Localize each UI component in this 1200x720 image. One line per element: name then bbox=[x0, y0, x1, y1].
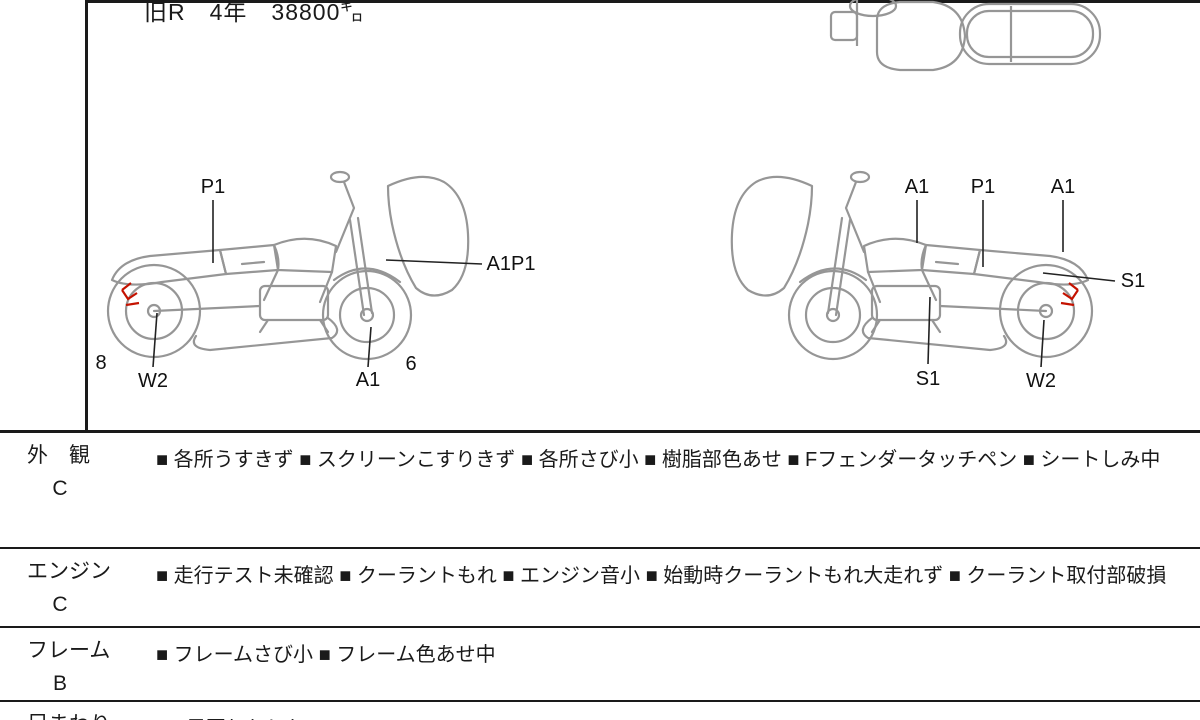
left-border-line bbox=[85, 0, 88, 431]
row-category: 外 観 bbox=[27, 444, 90, 467]
row-category: 足まわり bbox=[27, 710, 150, 720]
damage-code-label: A1 bbox=[355, 369, 381, 391]
row-category-cell: フレーム B bbox=[0, 628, 150, 700]
damage-code-label: P1 bbox=[970, 176, 996, 198]
top-view-bike-drawing bbox=[829, 0, 1102, 72]
inspection-row: エンジン C ■ 走行テスト未確認 ■ クーラントもれ ■ エンジン音小 ■ 始… bbox=[0, 547, 1200, 626]
row-category-cell: 足まわり bbox=[0, 702, 150, 720]
damage-code-label: S1 bbox=[1120, 270, 1146, 292]
damage-code-label: A1 bbox=[1050, 176, 1076, 198]
row-grade: B bbox=[52, 672, 67, 695]
damage-code-label: 8 bbox=[95, 352, 107, 374]
row-remarks: ■ 各所うすきず ■ スクリーンこすりきず ■ 各所さび小 ■ 樹脂部色あせ ■… bbox=[156, 449, 1161, 471]
inspection-row: 外 観 C ■ 各所うすきず ■ スクリーンこすりきず ■ 各所さび小 ■ 樹脂… bbox=[0, 430, 1200, 547]
row-category: エンジン bbox=[27, 560, 111, 583]
damage-code-label: W2 bbox=[138, 370, 168, 392]
leader-lines bbox=[152, 200, 1116, 368]
row-grade: C bbox=[52, 477, 68, 500]
damage-code-label: S1 bbox=[915, 368, 941, 390]
row-grade: C bbox=[52, 593, 68, 616]
vehicle-info-text: 旧R 4年 38800㌔ bbox=[144, 0, 365, 25]
top-border-line bbox=[85, 0, 1200, 3]
row-remarks: ■ F足回りねじれ bbox=[150, 702, 1200, 720]
row-category-cell: 外 観 C bbox=[0, 433, 150, 547]
right-bike-drawing bbox=[730, 170, 1094, 361]
inspection-row: 足まわり ■ F足回りねじれ bbox=[0, 700, 1200, 720]
row-category: フレーム bbox=[27, 639, 111, 662]
damage-code-label: A1P1 bbox=[486, 253, 536, 275]
left-bike-drawing bbox=[106, 170, 470, 361]
row-remarks: ■ 走行テスト未確認 ■ クーラントもれ ■ エンジン音小 ■ 始動時クーラント… bbox=[156, 565, 1167, 587]
damage-code-label: P1 bbox=[200, 176, 226, 198]
inspection-row: フレーム B ■ フレームさび小 ■ フレーム色あせ中 bbox=[0, 626, 1200, 700]
damage-code-label: 6 bbox=[405, 353, 417, 375]
row-remarks: ■ フレームさび小 ■ フレーム色あせ中 bbox=[156, 644, 496, 666]
inspection-table: 外 観 C ■ 各所うすきず ■ スクリーンこすりきず ■ 各所さび小 ■ 樹脂… bbox=[0, 430, 1200, 720]
damage-diagram bbox=[106, 0, 1116, 368]
row-category-cell: エンジン C bbox=[0, 549, 150, 626]
damage-code-label: W2 bbox=[1026, 370, 1056, 392]
damage-code-label: A1 bbox=[904, 176, 930, 198]
